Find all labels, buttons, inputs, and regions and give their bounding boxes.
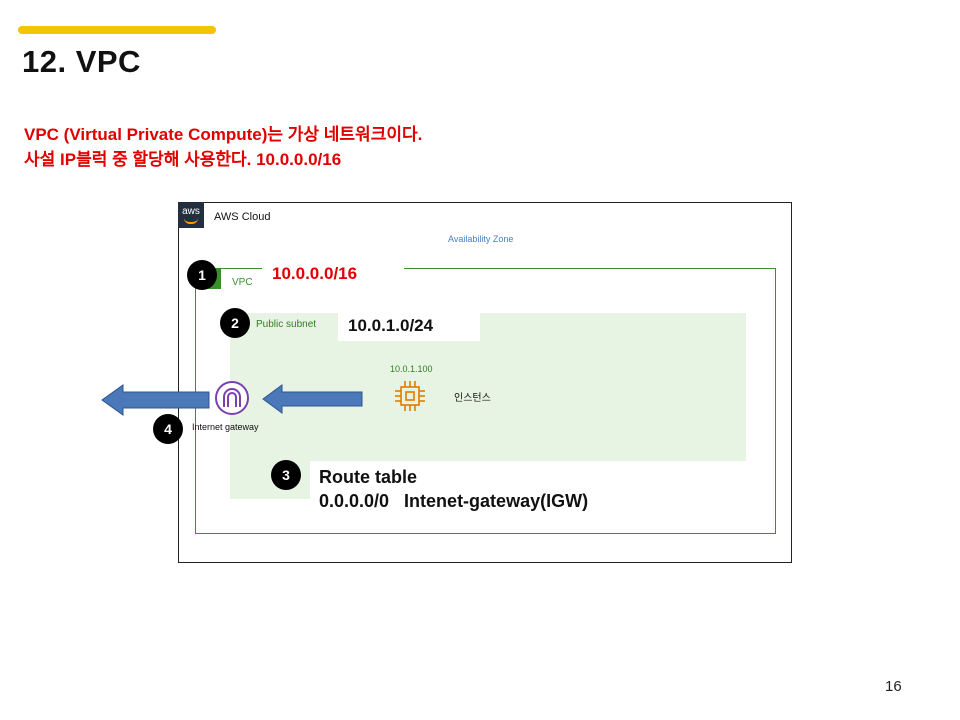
subnet-cidr-background xyxy=(338,313,480,341)
subnet-cidr: 10.0.1.0/24 xyxy=(348,316,434,335)
aws-smile-mark xyxy=(184,218,198,224)
internet-gateway-label: Internet gateway xyxy=(192,422,259,432)
vpc-label: VPC xyxy=(232,277,253,288)
arrow-instance-to-igw xyxy=(262,384,363,414)
vpc-cidr-background xyxy=(262,262,404,286)
aws-logo-text: aws xyxy=(182,206,200,217)
step-badge-2: 2 xyxy=(220,308,250,338)
subtitle-line-1: VPC (Virtual Private Compute)는 가상 네트워크이다… xyxy=(24,125,423,144)
aws-logo-icon: aws xyxy=(178,202,204,228)
page-number: 16 xyxy=(885,678,902,695)
public-subnet-label: Public subnet xyxy=(256,319,317,330)
arrow-igw-to-internet xyxy=(101,384,210,416)
public-subnet-area xyxy=(230,313,746,461)
route-table-title: Route table xyxy=(319,467,418,487)
slide-title: 12. VPC xyxy=(22,44,141,79)
instance-ip: 10.0.1.100 xyxy=(390,364,433,374)
aws-cloud-label: AWS Cloud xyxy=(214,211,271,223)
step-badge-3: 3 xyxy=(271,460,301,490)
instance-label: 인스턴스 xyxy=(454,393,491,404)
subtitle-line-2: 사설 IP블럭 중 할당해 사용한다. 10.0.0.0/16 xyxy=(24,150,342,169)
vpc-cidr: 10.0.0.0/16 xyxy=(272,264,358,283)
ec2-instance-chip-icon xyxy=(395,381,425,411)
route-table-background xyxy=(311,461,641,517)
route-table-entry: 0.0.0.0/0 Intenet-gateway(IGW) xyxy=(319,491,589,511)
availability-zone-label: Availability Zone xyxy=(448,234,514,244)
step-badge-1: 1 xyxy=(187,260,217,290)
internet-gateway-icon xyxy=(215,381,249,415)
step-badge-4: 4 xyxy=(153,414,183,444)
title-accent-bar xyxy=(18,26,216,34)
